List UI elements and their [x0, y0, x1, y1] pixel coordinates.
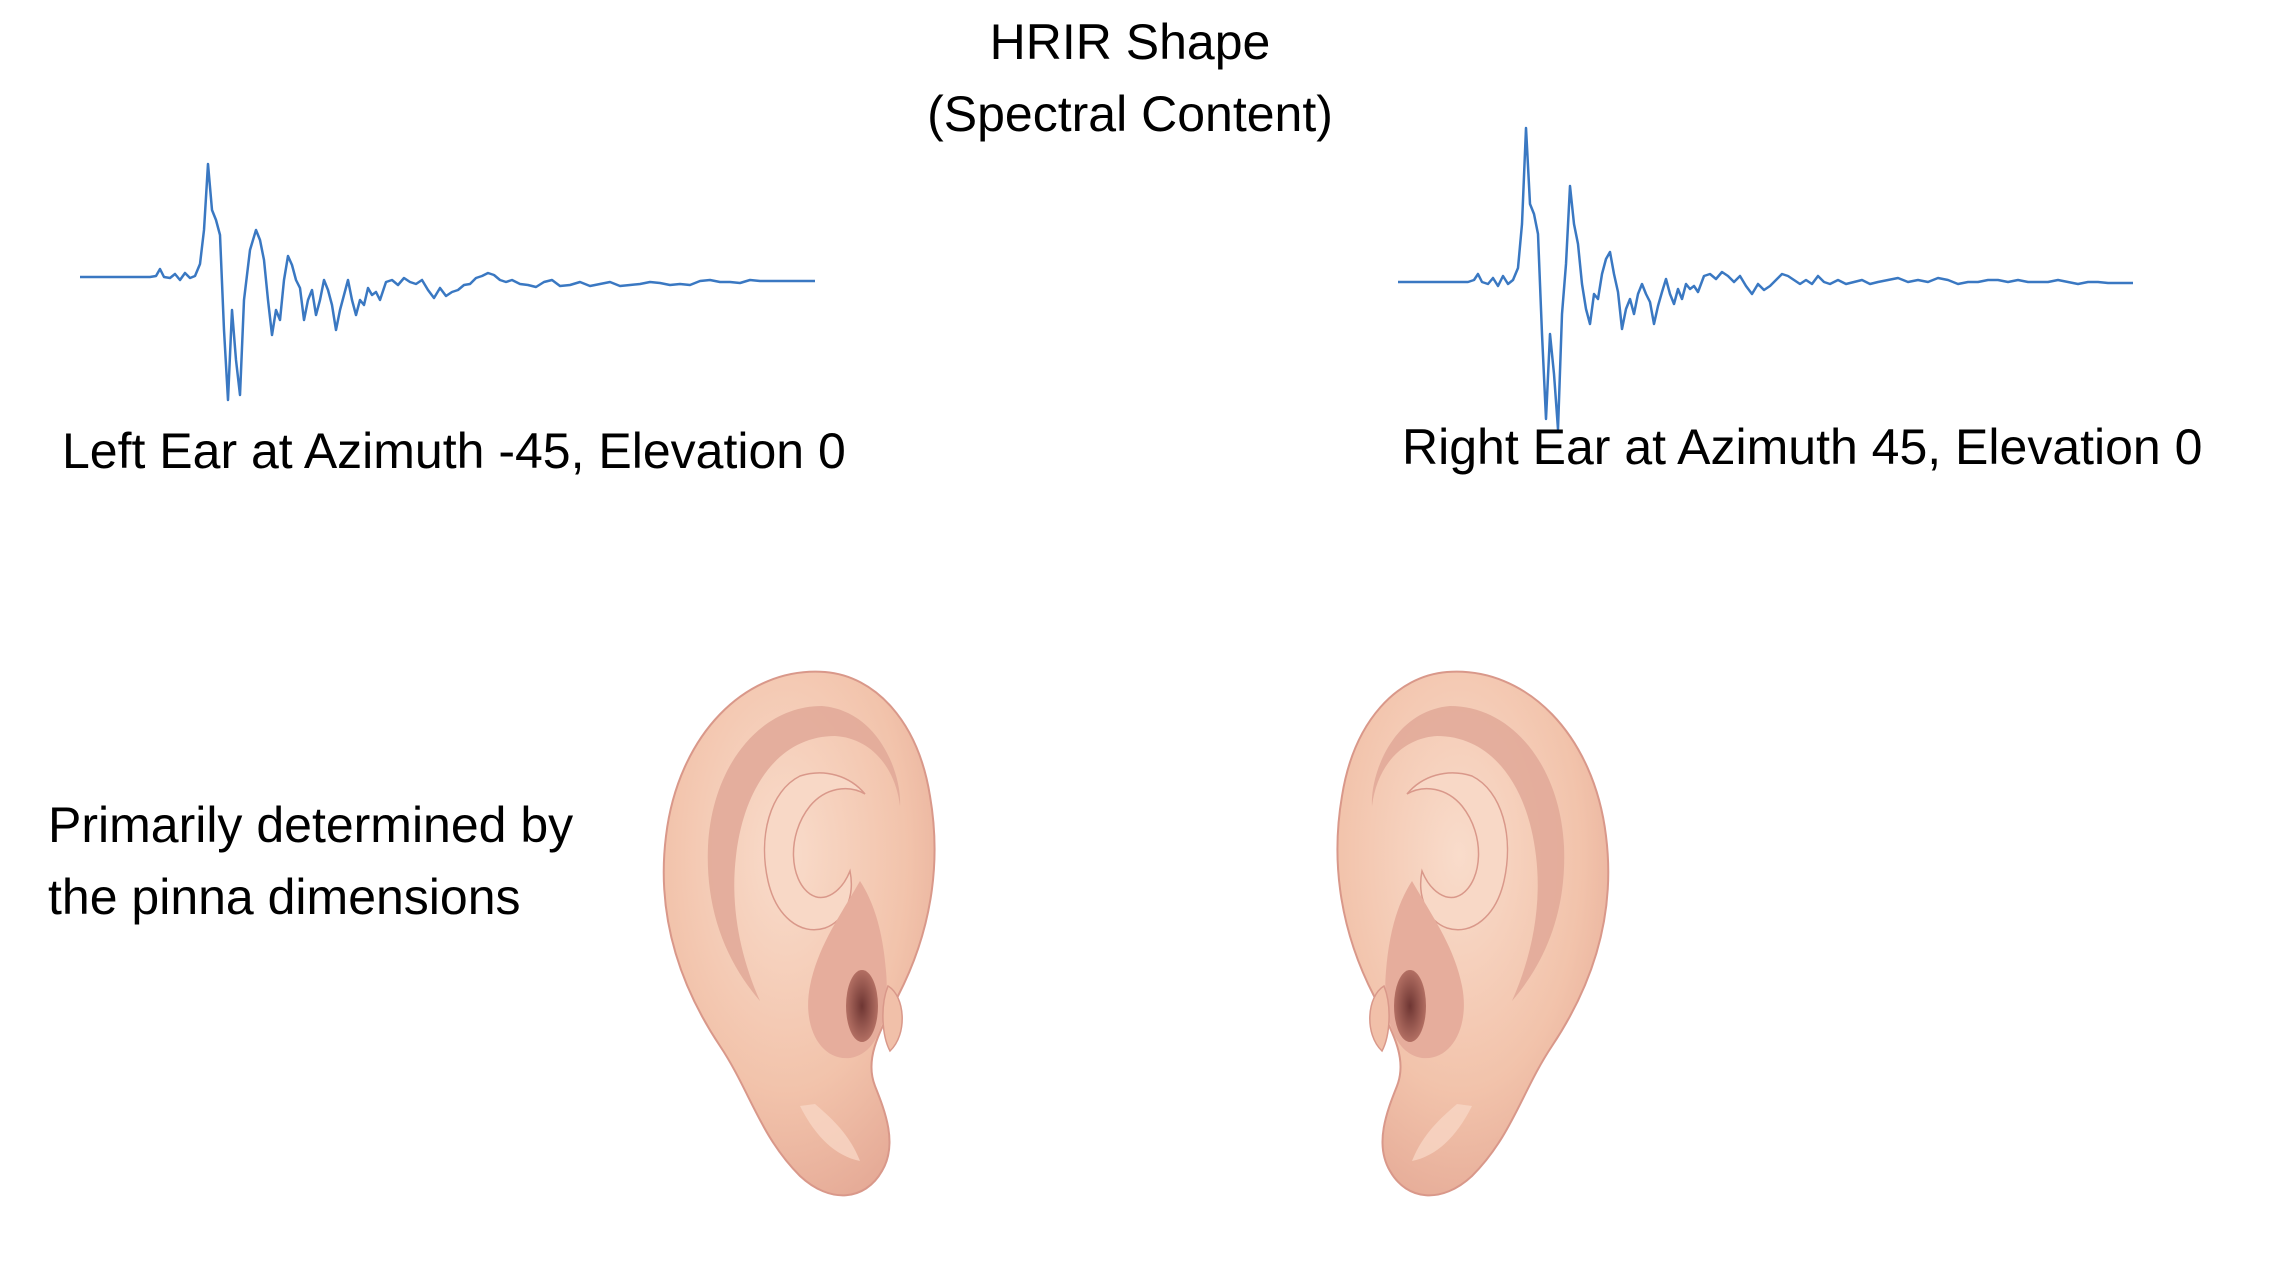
pinna-note: Primarily determined by the pinna dimens… [48, 789, 573, 933]
right-hrir-line [1398, 126, 2133, 431]
note-line-1: Primarily determined by [48, 797, 574, 853]
left-ear-caption: Left Ear at Azimuth -45, Elevation 0 [62, 423, 846, 479]
figure-title: HRIR Shape (Spectral Content) [880, 6, 1380, 150]
title-line-2: (Spectral Content) [927, 86, 1333, 142]
right-ear-icon [1336, 670, 1610, 1197]
title-line-1: HRIR Shape [989, 14, 1271, 70]
right-hrir-waveform [1398, 126, 2133, 431]
note-line-2: the pinna dimensions [48, 869, 521, 925]
left-hrir-waveform [80, 162, 815, 402]
right-ear-caption: Right Ear at Azimuth 45, Elevation 0 [1402, 419, 2203, 475]
left-ear-icon [662, 670, 936, 1197]
left-hrir-line [80, 162, 815, 402]
